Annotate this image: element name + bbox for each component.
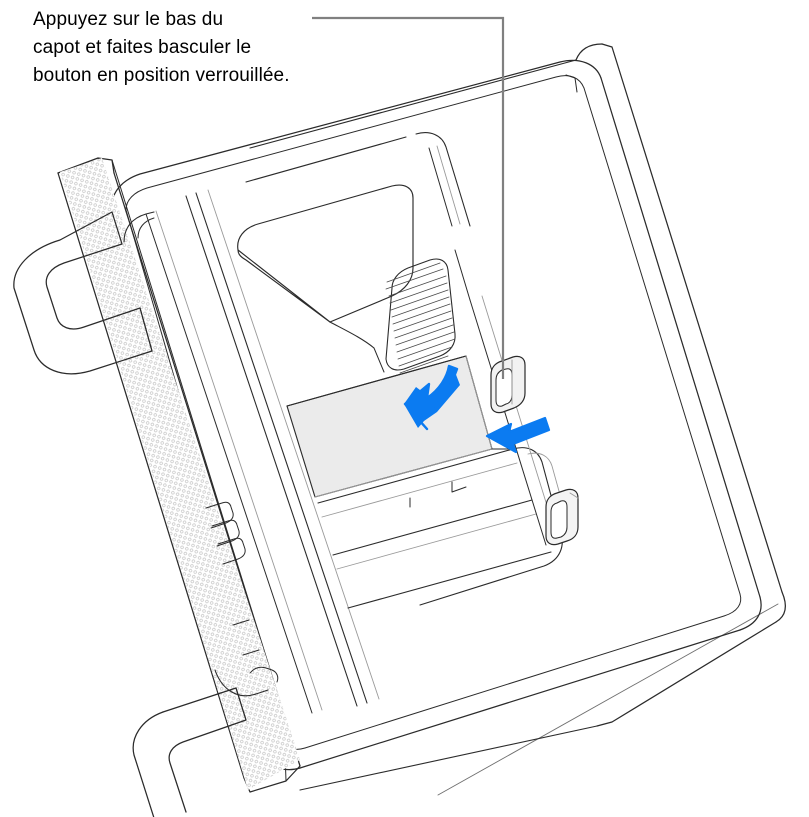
heatsink-fins (385, 258, 456, 374)
module-bay-rails (317, 448, 552, 609)
upper-latch-button[interactable] (490, 355, 526, 414)
press-cover-arrow (403, 364, 460, 431)
lattice-front-grille (60, 158, 300, 790)
installed-module (237, 132, 471, 374)
side-cover-panel[interactable] (286, 355, 493, 498)
top-handle[interactable] (13, 211, 153, 375)
toggle-latch-arrow (485, 416, 551, 454)
callout-text: Appuyez sur le bas du capot et faites ba… (33, 9, 290, 86)
bottom-handle[interactable] (132, 687, 247, 817)
lower-latch-button[interactable] (545, 488, 579, 546)
callout-leader-line (312, 16, 505, 379)
